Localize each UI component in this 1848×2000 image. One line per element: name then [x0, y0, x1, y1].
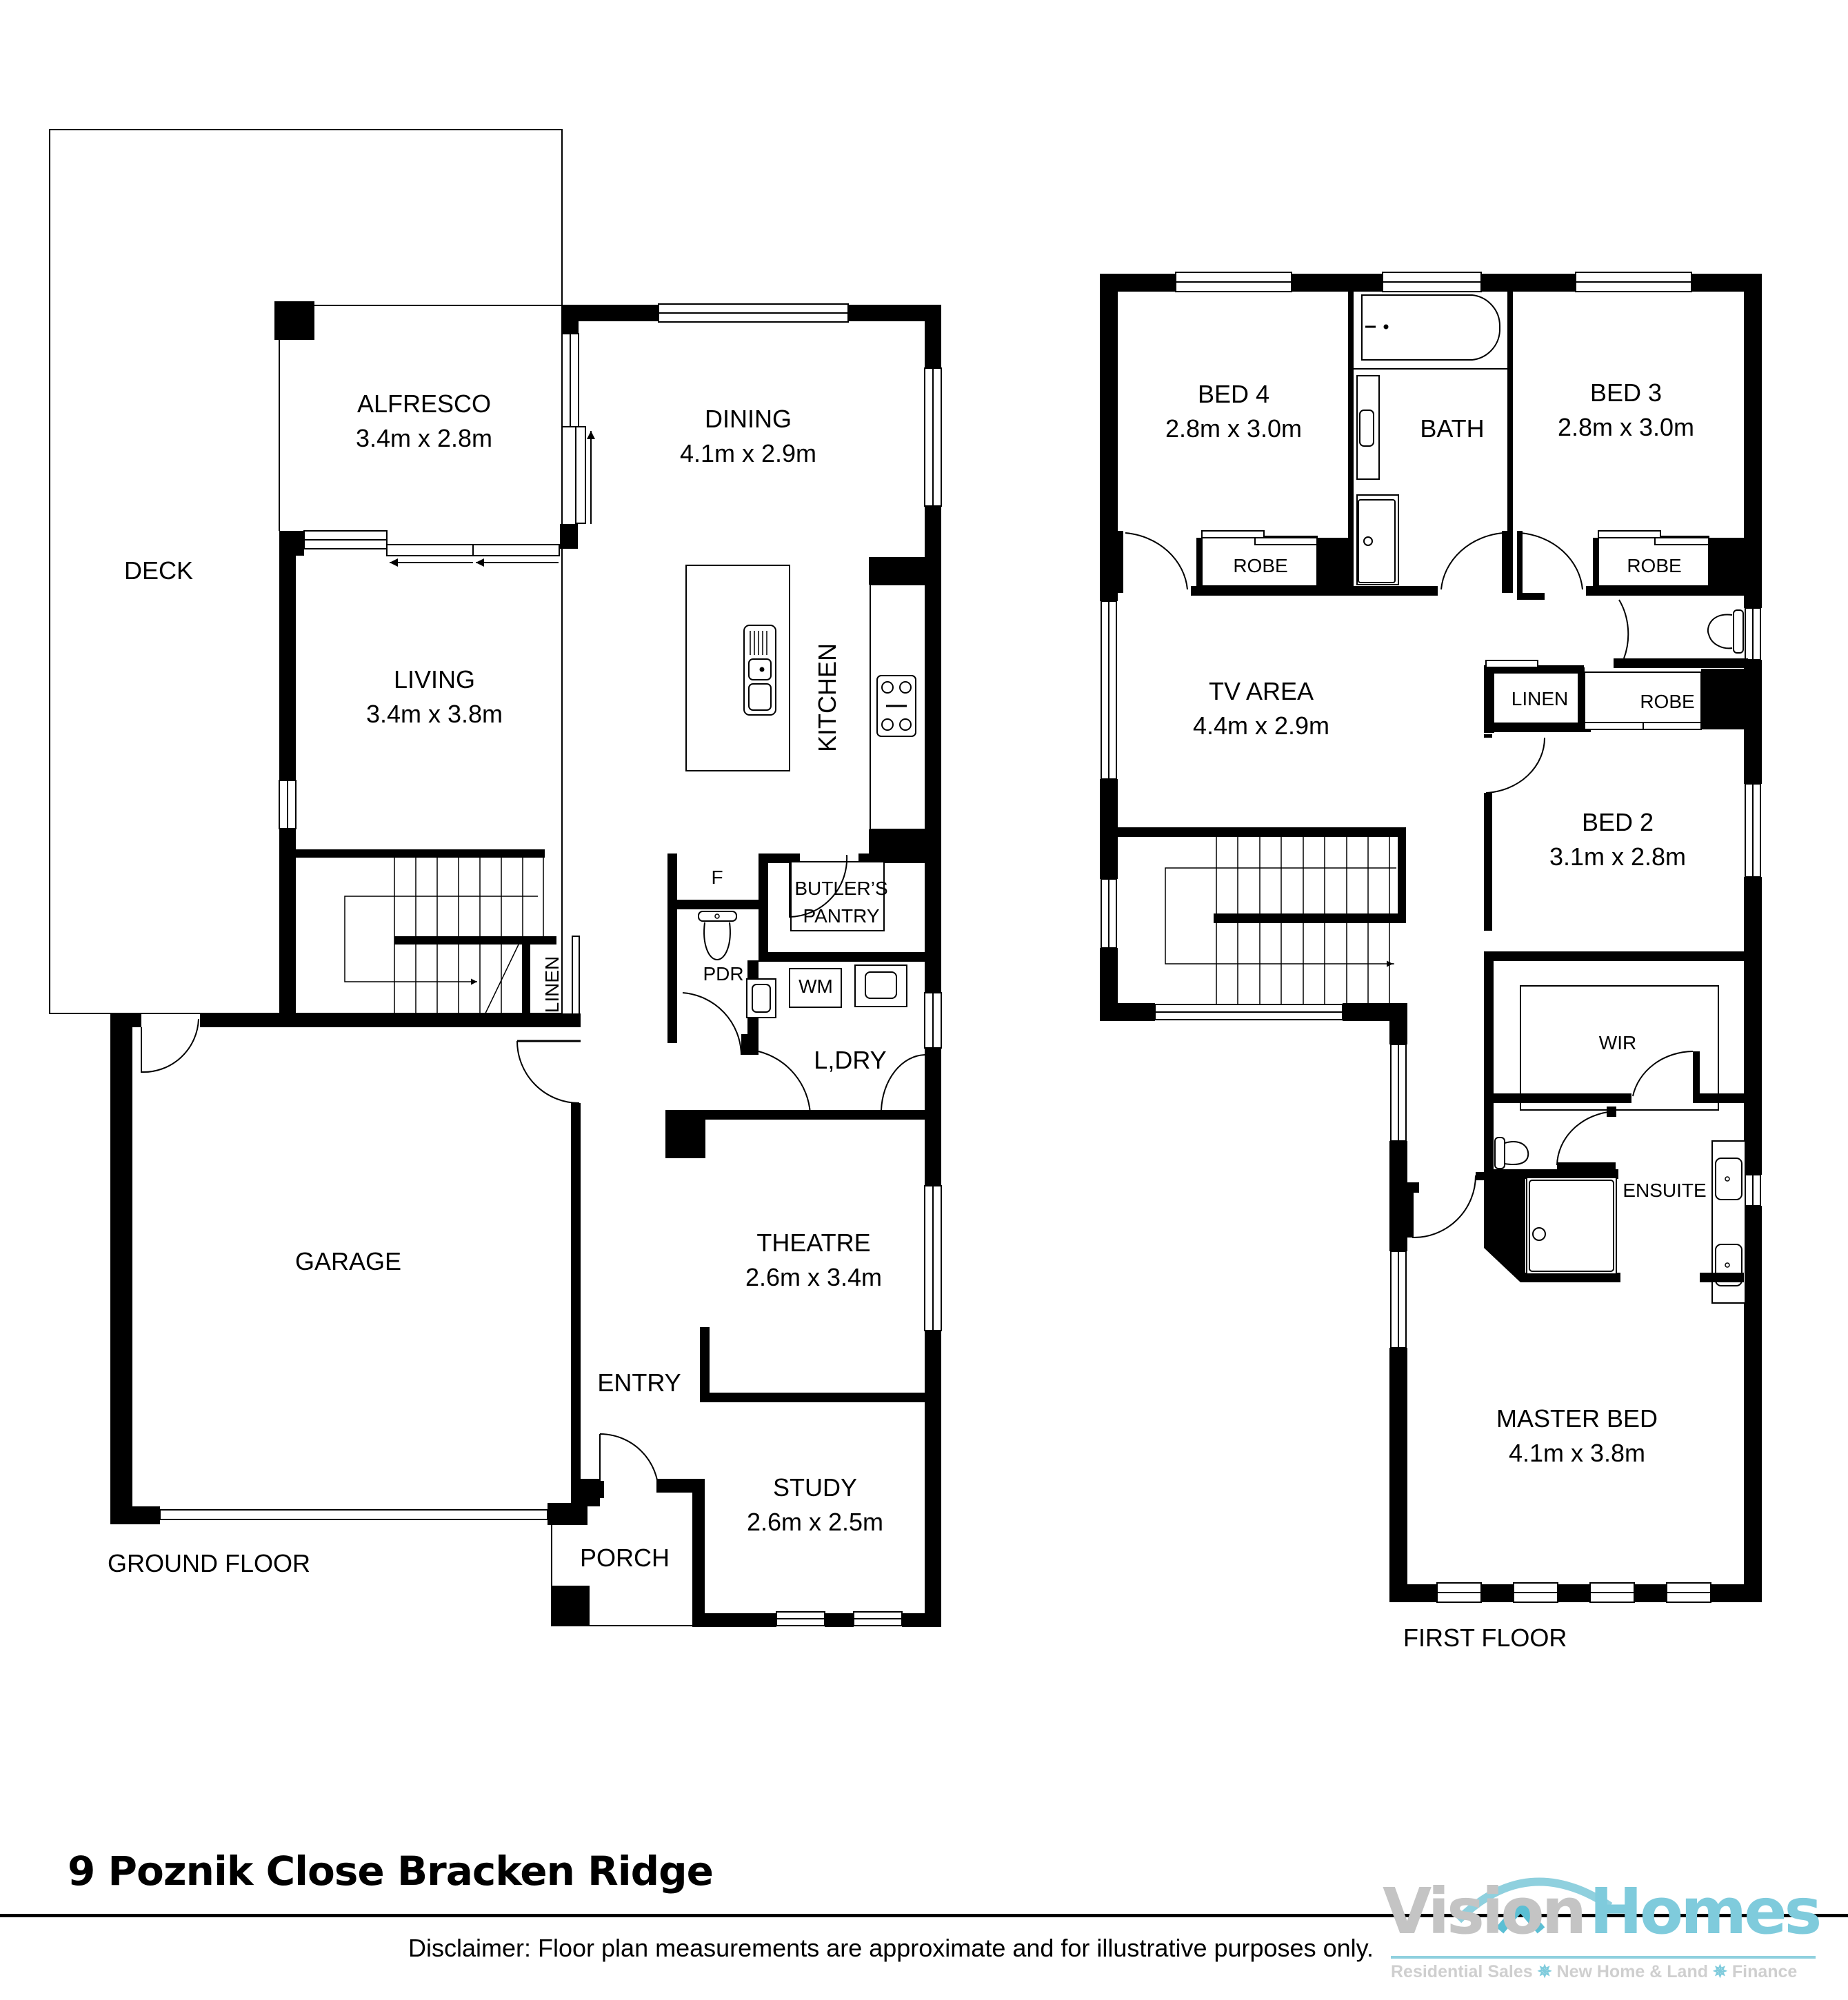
room-label-master: MASTER BED [1496, 1404, 1658, 1433]
door-swing [1632, 1051, 1694, 1097]
room-label-deck: DECK [124, 556, 193, 585]
toilet-icon [1707, 609, 1744, 654]
sink-icon [743, 625, 776, 716]
room-label-robe-bed4: ROBE [1233, 555, 1287, 576]
basin-icon [1356, 375, 1380, 480]
room-label-wm: WM [799, 976, 833, 997]
door-swing [1485, 737, 1546, 794]
room-label-dining: DINING [705, 405, 792, 433]
door-swing [1520, 532, 1583, 590]
laundry-tub-icon [854, 964, 907, 1007]
room-label-living: LIVING [394, 665, 475, 694]
room-label-kitchen: KITCHEN [813, 643, 841, 752]
room-label-linen-first: LINEN [1511, 688, 1568, 709]
room-label-laundry: L,DRY [814, 1046, 886, 1074]
room-size-study: 2.6m x 2.5m [747, 1508, 883, 1536]
room-size-bed2: 3.1m x 2.8m [1549, 842, 1686, 871]
room-label-fridge: F [711, 867, 723, 888]
basin-icon [746, 978, 776, 1018]
room-label-wir: WIR [1599, 1032, 1636, 1053]
room-label-porch: PORCH [580, 1544, 670, 1572]
window [1436, 1582, 1711, 1603]
floor-label-ground: GROUND FLOOR [108, 1549, 310, 1577]
disclaimer-text: Disclaimer: Floor plan measurements are … [408, 1934, 1374, 1962]
logo-tagline: Residential Sales ✵ New Home & Land ✵ Fi… [1391, 1962, 1798, 1981]
first-floor [1100, 272, 1762, 1603]
door-swing [141, 1018, 199, 1073]
door-swing [1412, 1175, 1476, 1239]
door-swing [1440, 532, 1504, 590]
toilet-icon [698, 911, 737, 961]
room-size-alfresco: 3.4m x 2.8m [356, 424, 492, 452]
door-swing [758, 1051, 811, 1114]
vision-homes-logo: Vision Homes Residential Sales ✵ New Hom… [1383, 1865, 1824, 1982]
room-label-bed4: BED 4 [1198, 380, 1269, 408]
door-swing [1125, 532, 1188, 590]
room-label-robe-bed3: ROBE [1627, 555, 1681, 576]
room-label-robe-bed2: ROBE [1640, 691, 1694, 712]
shower-icon [1356, 494, 1399, 585]
room-size-living: 3.4m x 3.8m [366, 700, 503, 728]
cooktop-icon [876, 675, 916, 737]
door-swing [516, 1040, 580, 1104]
logo-word-vision: Vision [1383, 1875, 1587, 1948]
room-size-bed4: 2.8m x 3.0m [1165, 414, 1302, 443]
room-label-bed3: BED 3 [1590, 378, 1662, 407]
room-size-bed3: 2.8m x 3.0m [1558, 413, 1694, 441]
door-swing [599, 1433, 659, 1493]
room-label-study: STUDY [773, 1473, 857, 1502]
room-label-entry: ENTRY [597, 1368, 681, 1397]
alfresco-post [560, 524, 578, 549]
door-swing [789, 854, 848, 918]
room-label-bath: BATH [1420, 414, 1484, 443]
sparkle-icon: ✵ [1537, 1962, 1552, 1981]
room-label-alfresco: ALFRESCO [357, 390, 491, 418]
room-label-theatre: THEATRE [756, 1229, 870, 1257]
door-swing [1556, 1111, 1614, 1166]
washing-machine [789, 968, 842, 1008]
shower-icon [1526, 1177, 1617, 1275]
ground-floor [49, 129, 942, 1627]
room-label-linen: LINEN [541, 956, 563, 1013]
room-label-pdr: PDR [703, 963, 743, 984]
bathtub-icon [1361, 294, 1501, 361]
staircase [1165, 837, 1396, 1004]
door-swing [1618, 599, 1629, 659]
divider-rule [0, 1914, 1848, 1917]
toilet-icon [1494, 1137, 1529, 1169]
room-size-master: 4.1m x 3.8m [1509, 1439, 1645, 1467]
room-label-ensuite: ENSUITE [1623, 1180, 1706, 1201]
door-swing [881, 1054, 925, 1111]
room-size-tv-area: 4.4m x 2.9m [1193, 711, 1329, 740]
room-label-butlers-pantry: BUTLER’S [794, 878, 887, 899]
window [658, 303, 849, 323]
room-label-garage: GARAGE [295, 1247, 401, 1275]
door-swing [682, 992, 742, 1055]
logo-word-homes: Homes [1589, 1875, 1822, 1948]
room-label-butlers-pantry-2: PANTRY [803, 905, 880, 927]
property-title: 9 Poznik Close Bracken Ridge [68, 1848, 714, 1895]
logo-underline [1391, 1956, 1816, 1959]
room-label-tv-area: TV AREA [1209, 677, 1314, 705]
floor-label-first: FIRST FLOOR [1403, 1624, 1567, 1652]
room-size-dining: 4.1m x 2.9m [680, 439, 816, 467]
roof-arc-icon [1455, 1877, 1613, 1934]
room-size-theatre: 2.6m x 3.4m [745, 1263, 882, 1291]
window [1175, 272, 1692, 292]
room-label-bed2: BED 2 [1582, 808, 1654, 836]
sparkle-icon: ✵ [1712, 1962, 1727, 1981]
alfresco-post [274, 301, 314, 340]
